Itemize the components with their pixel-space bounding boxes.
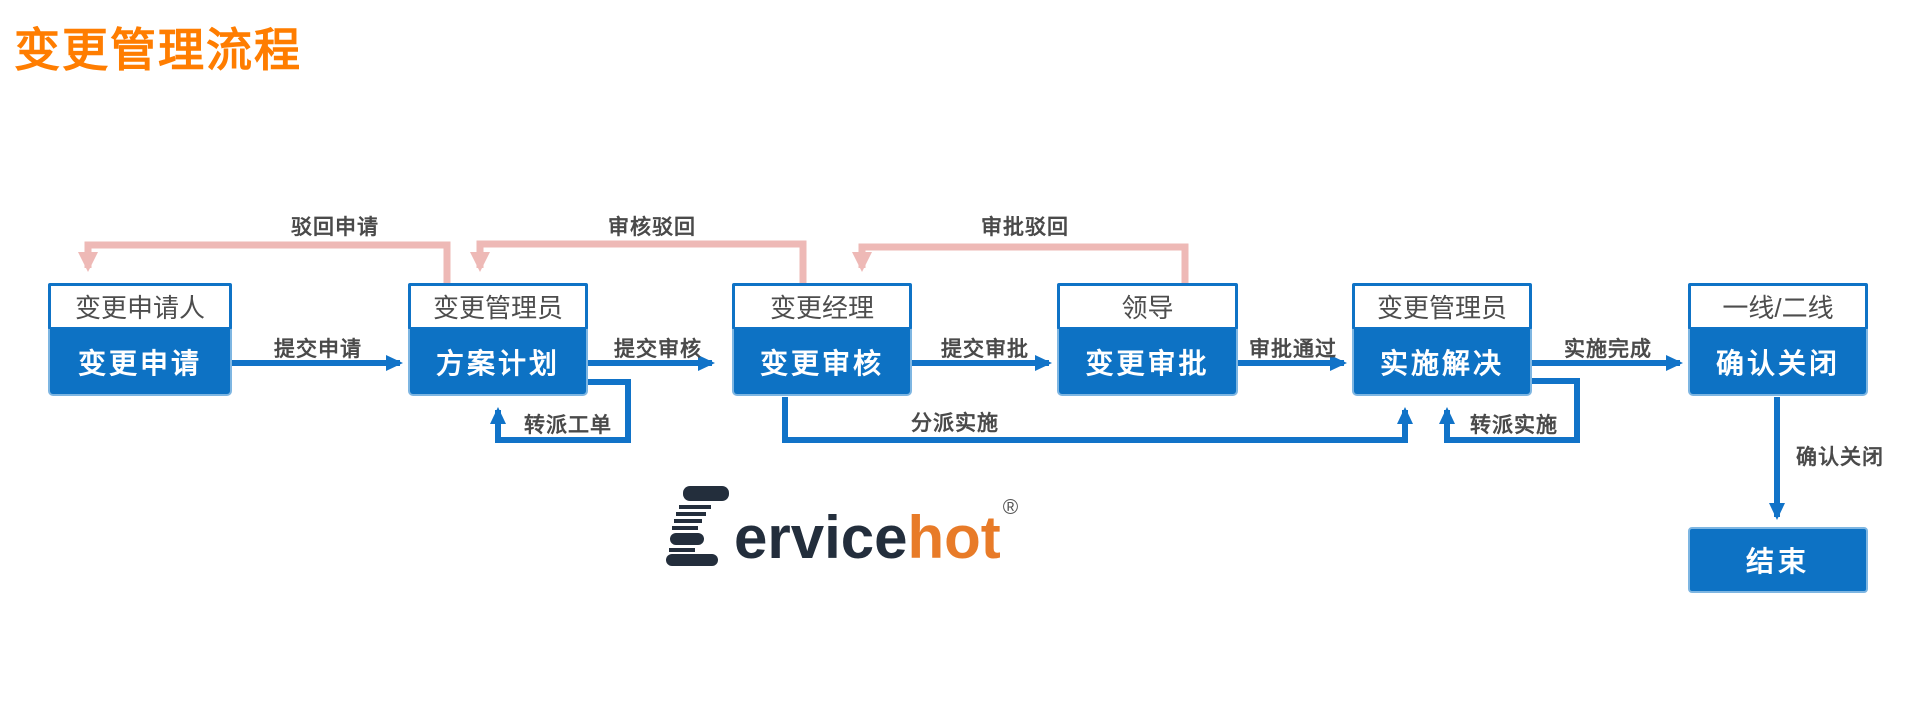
node-role-label: 变更申请人 [48, 283, 232, 330]
edge-label-reject-request: 驳回申请 [291, 216, 379, 239]
edge-dispatch-impl [782, 397, 1413, 443]
edge-review-reject [470, 240, 807, 283]
node-role-label: 变更管理员 [1352, 283, 1532, 330]
node-step-label: 方案计划 [408, 329, 588, 396]
edge-label-submit-request: 提交申请 [274, 338, 362, 361]
node-role-label: 领导 [1057, 283, 1238, 330]
edge-label-review-reject: 审核驳回 [608, 216, 696, 239]
edge-label-impl-complete: 实施完成 [1564, 338, 1652, 361]
servicehot-s-icon [666, 486, 729, 566]
edge-transfer-ticket [490, 379, 631, 443]
node-role-label: 一线/二线 [1688, 283, 1868, 330]
edge-label-approval-passed: 审批通过 [1249, 338, 1337, 361]
node-plan: 变更管理员 方案计划 [408, 283, 588, 396]
logo-text-dark: ervice [734, 504, 908, 571]
page-title: 变更管理流程 [14, 24, 302, 76]
node-step-label: 变更审核 [732, 329, 912, 396]
node-role-label: 变更经理 [732, 283, 912, 330]
node-review: 变更经理 变更审核 [732, 283, 912, 396]
node-step-label: 变更申请 [48, 329, 232, 396]
edge-label-transfer-ticket: 转派工单 [524, 414, 612, 437]
node-step-label: 变更审批 [1057, 329, 1238, 396]
edge-approval-reject [852, 243, 1189, 283]
logo-text-accent: hot [907, 504, 1001, 571]
node-step-label: 实施解决 [1352, 329, 1532, 396]
registered-mark: ® [1002, 496, 1019, 519]
node-confirm-close: 一线/二线 确认关闭 [1688, 283, 1868, 396]
node-change-request: 变更申请人 变更申请 [48, 283, 232, 396]
node-role-label: 变更管理员 [408, 283, 588, 330]
edge-label-transfer-impl: 转派实施 [1470, 414, 1558, 437]
node-end: 结束 [1688, 527, 1868, 593]
edge-label-confirm-close: 确认关闭 [1796, 446, 1884, 469]
edge-reject-request [78, 241, 451, 283]
node-implement: 变更管理员 实施解决 [1352, 283, 1532, 396]
node-approval: 领导 变更审批 [1057, 283, 1238, 396]
edge-label-submit-approval: 提交审批 [941, 338, 1029, 361]
edge-label-submit-review: 提交审核 [614, 338, 702, 361]
edge-transfer-impl [1439, 378, 1580, 443]
edge-label-approval-reject: 审批驳回 [981, 216, 1069, 239]
edge-label-dispatch-impl: 分派实施 [911, 412, 999, 435]
node-step-label: 确认关闭 [1688, 329, 1868, 396]
